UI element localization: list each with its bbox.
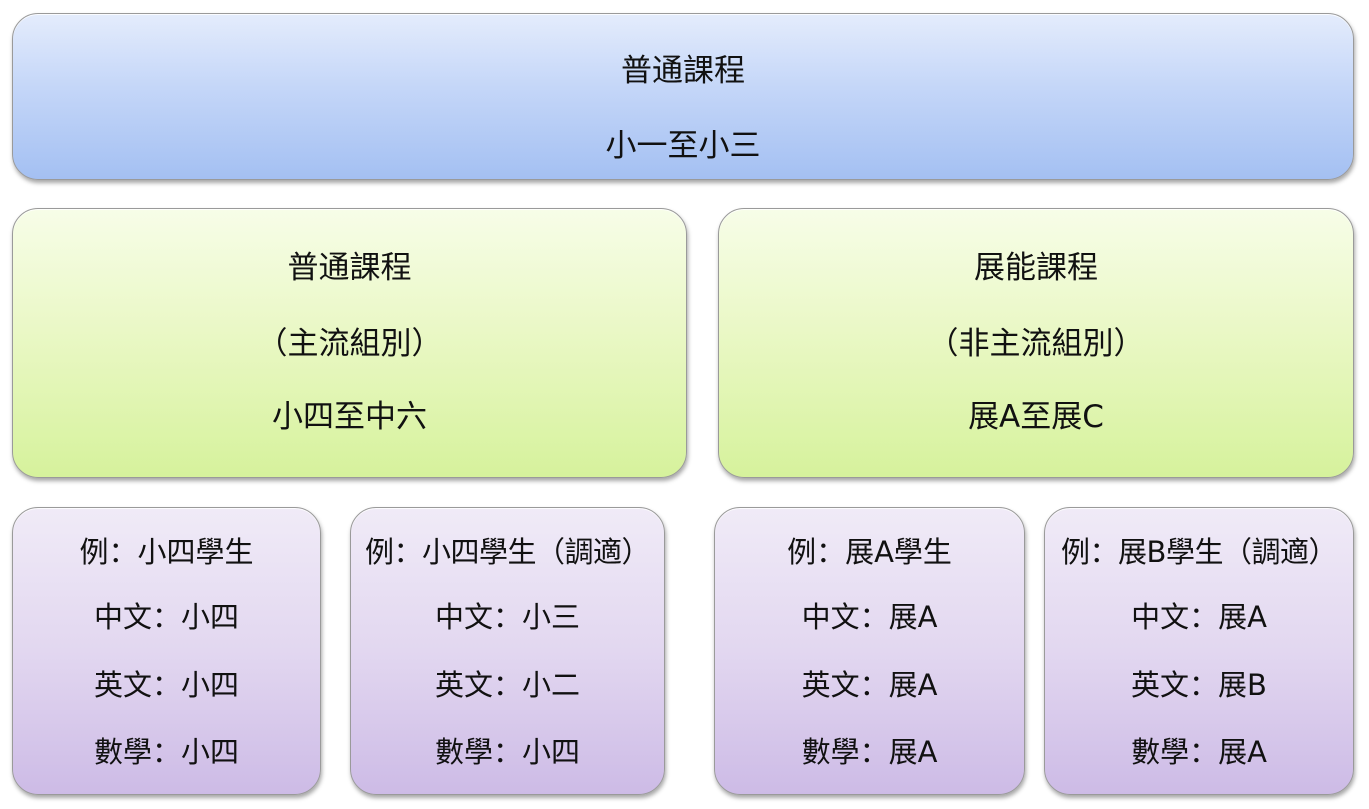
example-math: 數學：小四 [434, 735, 580, 769]
box-range: 小一至小三 [605, 128, 761, 164]
box-range: 小四至中六 [272, 399, 427, 435]
box-title: 展能課程 [974, 250, 1098, 286]
example-heading: 例：展B學生（調適） [1061, 535, 1337, 569]
example-english: 英文：展B [1131, 668, 1267, 702]
example-math: 數學：小四 [93, 735, 239, 769]
example-box-level-b-student-adapted: 例：展B學生（調適） 中文：展A 英文：展B 數學：展A [1044, 507, 1354, 795]
example-box-p4-student-adapted: 例：小四學生（調適） 中文：小三 英文：小二 數學：小四 [350, 507, 665, 795]
mainstream-curriculum-box: 普通課程 （主流組別） 小四至中六 [12, 208, 687, 478]
non-mainstream-curriculum-box: 展能課程 （非主流組別） 展A至展C [718, 208, 1354, 478]
example-english: 英文：展A [801, 668, 938, 702]
box-group: （主流組別） [256, 326, 443, 362]
box-range: 展A至展C [968, 399, 1104, 435]
example-chinese: 中文：展A [801, 600, 938, 634]
box-title: 普通課程 [621, 53, 745, 89]
example-english: 英文：小四 [93, 668, 239, 702]
example-chinese: 中文：展A [1131, 600, 1267, 634]
example-math: 數學：展A [801, 735, 938, 769]
example-box-level-a-student: 例：展A學生 中文：展A 英文：展A 數學：展A [714, 507, 1025, 795]
example-english: 英文：小二 [434, 668, 580, 702]
general-curriculum-p1-p3-box: 普通課程 小一至小三 [12, 13, 1354, 180]
example-heading: 例：小四學生 [79, 535, 254, 569]
example-box-p4-student: 例：小四學生 中文：小四 英文：小四 數學：小四 [12, 507, 321, 795]
box-group: （非主流組別） [927, 326, 1145, 362]
example-heading: 例：小四學生（調適） [364, 535, 651, 569]
example-math: 數學：展A [1131, 735, 1267, 769]
example-chinese: 中文：小三 [434, 600, 580, 634]
example-heading: 例：展A學生 [787, 535, 952, 569]
example-chinese: 中文：小四 [93, 600, 239, 634]
box-title: 普通課程 [287, 250, 412, 286]
